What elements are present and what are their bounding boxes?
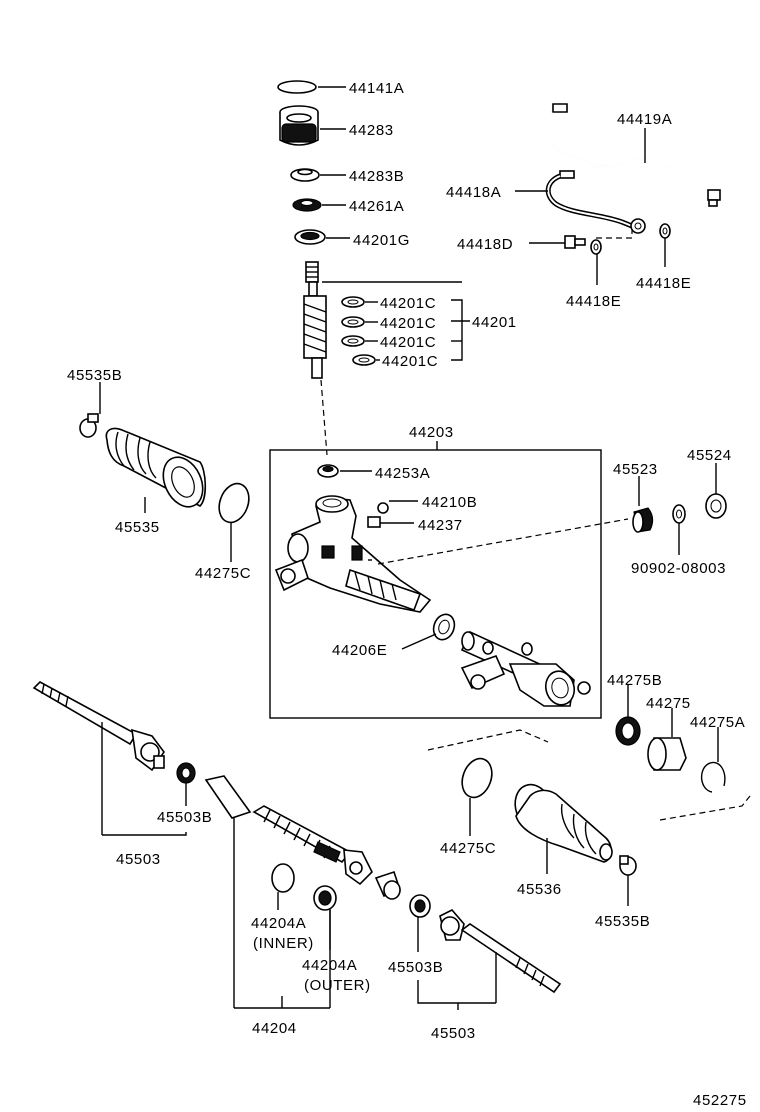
label-45535[interactable]: 45535 — [115, 519, 160, 536]
part-44203-housing — [274, 495, 432, 613]
label-44204A-outer[interactable]: 44204A — [302, 957, 357, 974]
label-45503B-right[interactable]: 45503B — [388, 959, 443, 976]
part-44237-bolt — [367, 516, 414, 528]
part-44275B-seal — [615, 684, 641, 746]
label-44204A-inner-note[interactable]: (INNER) — [253, 935, 314, 952]
label-45535B-bottom[interactable]: 45535B — [595, 913, 650, 930]
label-44201G[interactable]: 44201G — [353, 232, 410, 249]
part-45524-bushing — [705, 463, 727, 519]
part-44419A-tube — [542, 103, 721, 207]
label-45503-right[interactable]: 45503 — [431, 1025, 476, 1042]
part-45503B-claw-left — [176, 762, 196, 806]
bracket-45503-right — [417, 980, 496, 1004]
label-44201C-3[interactable]: 44201C — [380, 334, 436, 351]
label-44201C-4[interactable]: 44201C — [382, 353, 438, 370]
label-44275C-left[interactable]: 44275C — [195, 565, 251, 582]
part-44204-rack — [204, 775, 402, 1008]
label-44275A[interactable]: 44275A — [690, 714, 745, 731]
label-44275B[interactable]: 44275B — [607, 672, 662, 689]
part-45535-boot — [105, 427, 207, 513]
label-44141A[interactable]: 44141A — [349, 80, 404, 97]
housing-assembly-frame — [269, 449, 602, 719]
label-44283B[interactable]: 44283B — [349, 168, 404, 185]
label-90902-08003[interactable]: 90902-08003 — [631, 560, 726, 577]
label-44201C-1[interactable]: 44201C — [380, 295, 436, 312]
part-45503-tie-rod-right — [439, 909, 562, 1003]
part-44203-tube-end — [460, 630, 591, 707]
part-44253A-cap — [317, 464, 372, 478]
bracket-45503-left — [102, 832, 187, 836]
diagram-id: 452275 — [693, 1092, 747, 1109]
label-44201[interactable]: 44201 — [472, 314, 517, 331]
label-44204[interactable]: 44204 — [252, 1020, 297, 1037]
part-44275-bushing — [647, 708, 687, 771]
label-44204A-inner[interactable]: 44204A — [251, 915, 306, 932]
part-44283-plug — [279, 105, 346, 146]
part-44141A-oring — [277, 80, 346, 94]
label-44275C-right[interactable]: 44275C — [440, 840, 496, 857]
label-44283[interactable]: 44283 — [349, 122, 394, 139]
bracket-right-bushings-lower — [659, 795, 751, 821]
part-45535B-clamp-bottom — [619, 855, 637, 906]
label-45503B-left[interactable]: 45503B — [157, 809, 212, 826]
part-44275C-ring-right — [461, 757, 493, 836]
part-44418E-washers — [590, 223, 671, 285]
label-44237[interactable]: 44237 — [418, 517, 463, 534]
label-45524[interactable]: 45524 — [687, 447, 732, 464]
part-44201-pinion-shaft — [303, 261, 462, 456]
label-44206E[interactable]: 44206E — [332, 642, 387, 659]
label-44253A[interactable]: 44253A — [375, 465, 430, 482]
label-45536[interactable]: 45536 — [517, 881, 562, 898]
part-44204A-outer-bushing — [313, 885, 337, 950]
label-44203[interactable]: 44203 — [409, 424, 454, 441]
part-44201G-seal — [294, 229, 350, 245]
part-90902-08003-washer — [672, 504, 686, 555]
label-45503-left[interactable]: 45503 — [116, 851, 161, 868]
part-45523-cap — [632, 476, 654, 533]
label-45523[interactable]: 45523 — [613, 461, 658, 478]
part-45535B-clamp-top — [79, 382, 101, 438]
bracket-right-bushings — [427, 729, 549, 751]
part-44210B-bolt — [377, 500, 418, 514]
leader-45523 — [377, 518, 629, 565]
label-44275[interactable]: 44275 — [646, 695, 691, 712]
label-44418E-a[interactable]: 44418E — [566, 293, 621, 310]
part-44204A-inner-bushing — [271, 863, 295, 910]
label-44204A-outer-note[interactable]: (OUTER) — [304, 977, 371, 994]
label-44210B[interactable]: 44210B — [422, 494, 477, 511]
part-44201C-rings — [341, 296, 470, 366]
label-45535B-top[interactable]: 45535B — [67, 367, 122, 384]
part-45503B-claw-right — [409, 894, 431, 952]
label-44419A[interactable]: 44419A — [617, 111, 672, 128]
label-44261A[interactable]: 44261A — [349, 198, 404, 215]
label-44418A[interactable]: 44418A — [446, 184, 501, 201]
part-44275A-snap-ring — [701, 727, 726, 793]
part-44275C-ring-left — [218, 482, 250, 562]
part-45536-boot — [514, 783, 613, 874]
label-44201C-2[interactable]: 44201C — [380, 315, 436, 332]
part-44206E-bushing — [401, 613, 456, 650]
label-44418D[interactable]: 44418D — [457, 236, 513, 253]
label-44418E-b[interactable]: 44418E — [636, 275, 691, 292]
part-44261A-bearing — [292, 198, 346, 212]
part-44418D-bolt — [529, 235, 586, 249]
part-44283B-nut — [290, 168, 346, 182]
part-45503-tie-rod-left — [32, 681, 165, 835]
part-44418A-tube — [515, 170, 646, 239]
